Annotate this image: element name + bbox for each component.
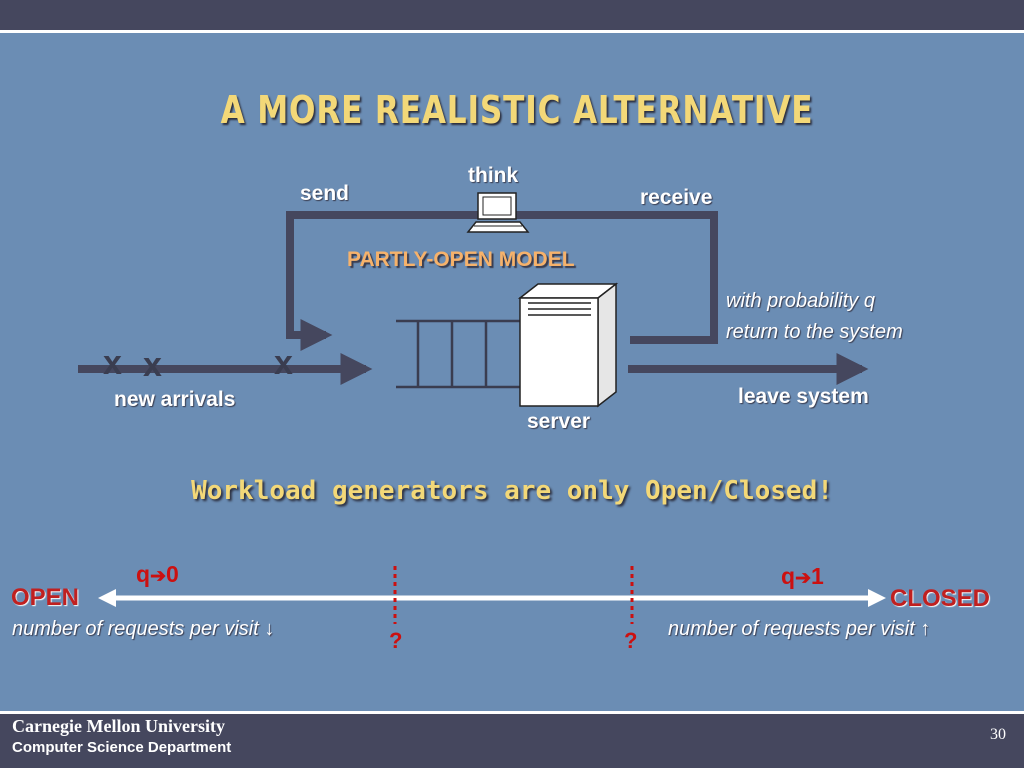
- closed-caption: number of requests per visit ↑: [668, 618, 931, 640]
- page-number: 30: [990, 726, 1006, 743]
- department-name: Computer Science Department: [12, 739, 232, 756]
- think-label: think: [468, 164, 519, 187]
- q-symbol: q: [136, 561, 151, 587]
- q-value: 0: [165, 561, 179, 587]
- university-name: Carnegie Mellon University: [12, 716, 225, 736]
- closed-label: CLOSED: [890, 585, 991, 612]
- computer-icon: [466, 192, 530, 233]
- server-label: server: [527, 410, 591, 433]
- server-icon: [517, 282, 619, 408]
- receive-label: receive: [640, 186, 713, 209]
- top-bar: [0, 0, 1024, 30]
- q-to-0-label: q➔0: [136, 561, 179, 588]
- queue-buffer: [396, 319, 520, 389]
- arrivals-label: new arrivals: [114, 388, 236, 411]
- q-value: 1: [810, 563, 824, 589]
- workload-statement: Workload generators are only Open/Closed…: [191, 476, 833, 506]
- spectrum-left-arrowhead: [98, 589, 116, 607]
- question-mark: ?: [624, 628, 638, 653]
- arrival-mark: x: [143, 346, 162, 384]
- footer-bar: [0, 711, 1024, 768]
- send-label: send: [300, 182, 350, 205]
- top-divider: [0, 30, 1024, 33]
- probability-text-line2: return to the system: [726, 321, 903, 343]
- probability-text-line1: with probability q: [726, 290, 875, 312]
- arrow-icon: ➔: [795, 568, 811, 589]
- q-to-1-label: q➔1: [781, 563, 824, 590]
- arrival-mark: x: [274, 344, 293, 382]
- question-mark: ?: [389, 628, 403, 653]
- slide-title: A MORE REALISTIC ALTERNATIVE: [220, 88, 814, 132]
- spectrum-right-arrowhead: [868, 589, 886, 607]
- open-label: OPEN: [11, 584, 80, 611]
- q-symbol: q: [781, 563, 796, 589]
- open-caption: number of requests per visit ↓: [12, 618, 275, 640]
- arrival-mark: x: [103, 344, 122, 382]
- arrow-icon: ➔: [150, 566, 166, 587]
- leave-label: leave system: [738, 385, 869, 408]
- model-label: PARTLY-OPEN MODEL: [347, 248, 575, 271]
